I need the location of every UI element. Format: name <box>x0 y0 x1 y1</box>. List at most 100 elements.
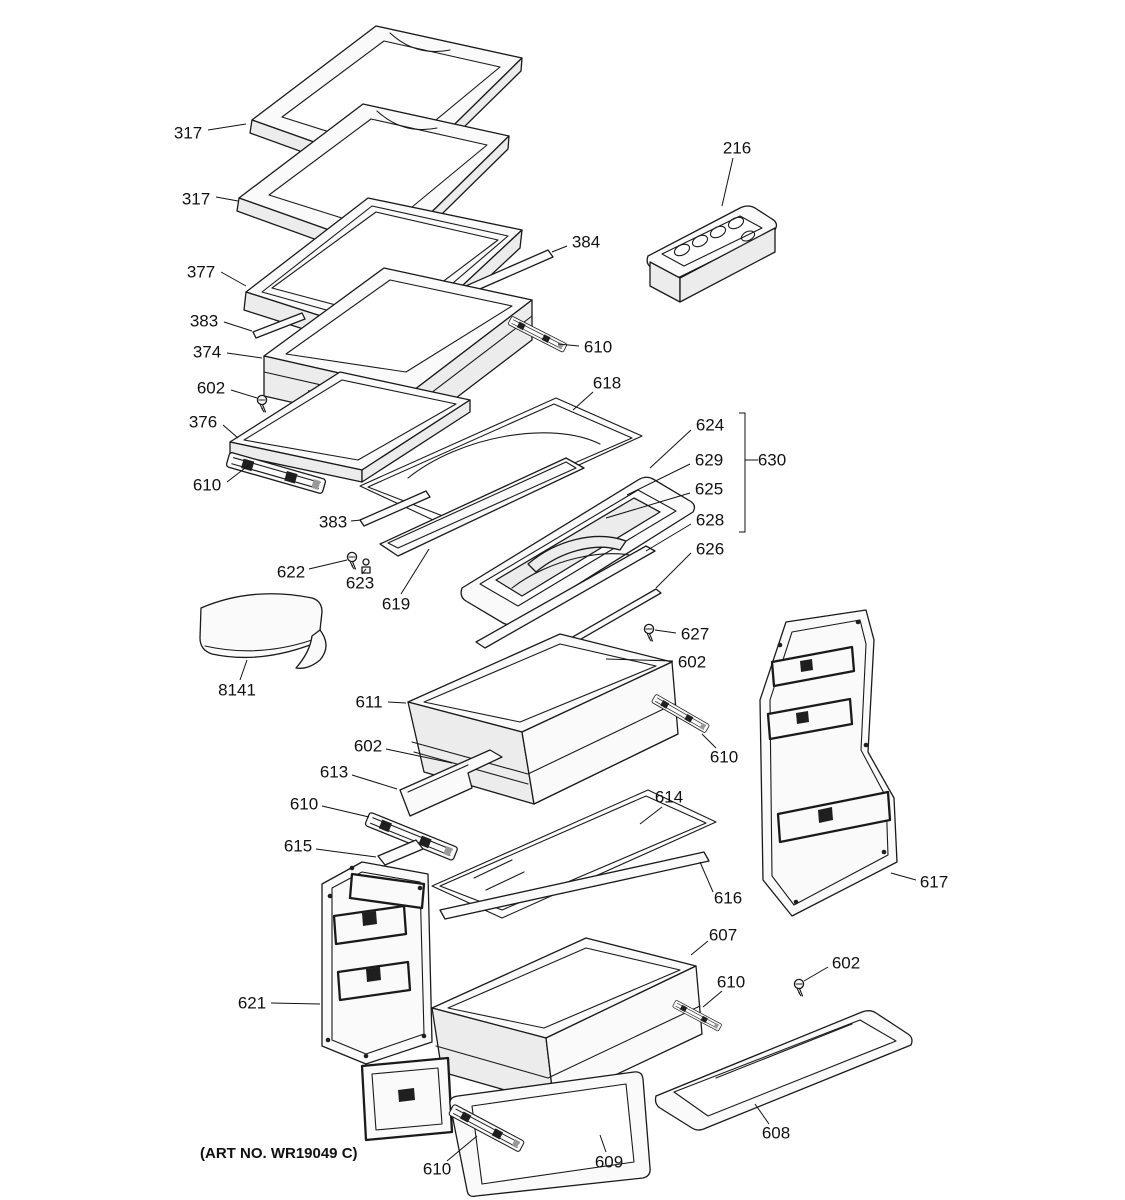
callout-609: 609 <box>595 1153 623 1172</box>
part-basket-611 <box>407 633 679 805</box>
callout-317: 317 <box>182 190 210 209</box>
leader-line-8141 <box>239 659 248 681</box>
part-box-607 <box>431 937 703 1105</box>
leader-line-377 <box>220 271 247 287</box>
leader-line-617 <box>890 872 917 881</box>
leader-line-383 <box>223 321 253 332</box>
callout-630: 630 <box>758 451 786 470</box>
part-clip-615 <box>377 839 424 866</box>
leader-line-614 <box>639 806 663 825</box>
leader-line-383 <box>350 519 362 522</box>
part-tray-216 <box>646 205 778 303</box>
leader-line-610 <box>446 1135 478 1162</box>
callout-624: 624 <box>696 416 724 435</box>
callout-613: 613 <box>320 763 348 782</box>
part-trim-8141 <box>199 593 327 669</box>
callout-602: 602 <box>678 653 706 672</box>
screw-602d-icon <box>793 978 805 997</box>
part-trim-383-upper <box>252 312 306 339</box>
callout-615: 615 <box>284 837 312 856</box>
leader-line-602 <box>230 389 258 399</box>
callout-377: 377 <box>187 263 215 282</box>
art-number: (ART NO. WR19049 C) <box>200 1145 358 1162</box>
callout-216: 216 <box>723 139 751 158</box>
callout-608: 608 <box>762 1124 790 1143</box>
leader-line-607 <box>690 940 709 956</box>
part-frame-619 <box>379 457 585 557</box>
callout-610: 610 <box>193 476 221 495</box>
callout-625: 625 <box>695 480 723 499</box>
part-panel-621 <box>321 861 433 1065</box>
screw-602-icon <box>256 394 268 413</box>
leader-line-602 <box>803 966 829 982</box>
leader-line-615 <box>315 848 377 858</box>
leader-line-625 <box>605 492 691 519</box>
callout-602: 602 <box>832 954 860 973</box>
callout-376: 376 <box>189 413 217 432</box>
part-bracket-613 <box>399 749 503 817</box>
leader-line-611 <box>387 701 407 704</box>
leader-line-384 <box>551 245 568 253</box>
leader-line-602 <box>605 658 674 662</box>
part-front-608 <box>654 1010 913 1131</box>
callout-317: 317 <box>174 124 202 143</box>
callout-611: 611 <box>355 693 382 712</box>
leader-line-610 <box>701 733 717 749</box>
part-clip-623 <box>361 558 371 574</box>
callout-383: 383 <box>190 312 218 331</box>
callout-610: 610 <box>423 1160 451 1179</box>
part-front-609 <box>449 1071 651 1198</box>
part-glass-614 <box>431 789 717 919</box>
leader-line-317 <box>215 196 239 202</box>
callout-629: 629 <box>695 451 723 470</box>
callout-8141: 8141 <box>218 681 256 700</box>
leader-line-608 <box>754 1103 770 1125</box>
leader-line-622 <box>308 559 348 570</box>
callout-618: 618 <box>593 374 621 393</box>
part-trim-616 <box>439 851 710 920</box>
callout-383: 383 <box>319 513 347 532</box>
callout-621: 621 <box>238 994 266 1013</box>
part-bracket-609-left <box>360 1056 454 1142</box>
callout-623: 623 <box>346 574 374 593</box>
leader-line-610 <box>702 990 723 1008</box>
part-pan-376 <box>229 371 471 483</box>
leader-line-610 <box>321 805 370 818</box>
part-glass-618 <box>359 397 643 527</box>
leader-line-621 <box>270 1002 321 1005</box>
leader-line-623 <box>361 568 367 575</box>
callout-628: 628 <box>696 511 724 530</box>
leader-line-216 <box>721 157 734 207</box>
leader-line-629 <box>626 463 691 496</box>
leader-line-627 <box>654 629 677 634</box>
callout-610: 610 <box>717 973 745 992</box>
callout-610: 610 <box>710 748 738 767</box>
leader-line-317 <box>207 123 247 131</box>
callout-622: 622 <box>277 563 305 582</box>
callout-607: 607 <box>709 926 737 945</box>
screw-627-icon <box>643 623 655 642</box>
leader-line-624 <box>649 429 692 469</box>
callouts-layer: 317 317 377 383 374 602 376 610 384 216 610 618 624 6… <box>174 124 948 1179</box>
leader-line-374 <box>226 352 263 359</box>
callout-384: 384 <box>572 233 600 252</box>
callout-374: 374 <box>193 343 221 362</box>
callout-610: 610 <box>584 338 612 357</box>
callout-616: 616 <box>714 889 742 908</box>
assembly-bracket-630 <box>739 412 758 533</box>
leader-line-610 <box>557 343 580 347</box>
callout-626: 626 <box>696 540 724 559</box>
part-trim-383-lower <box>359 490 431 527</box>
callout-627: 627 <box>681 625 709 644</box>
callout-602: 602 <box>197 379 225 398</box>
leader-line-619 <box>400 548 430 595</box>
leader-line-602 <box>385 748 453 764</box>
leader-line-618 <box>572 391 594 411</box>
leader-line-376 <box>222 424 239 439</box>
callout-610: 610 <box>290 795 318 814</box>
leader-line-613 <box>351 774 398 790</box>
callout-614: 614 <box>655 788 683 807</box>
callout-619: 619 <box>382 595 410 614</box>
